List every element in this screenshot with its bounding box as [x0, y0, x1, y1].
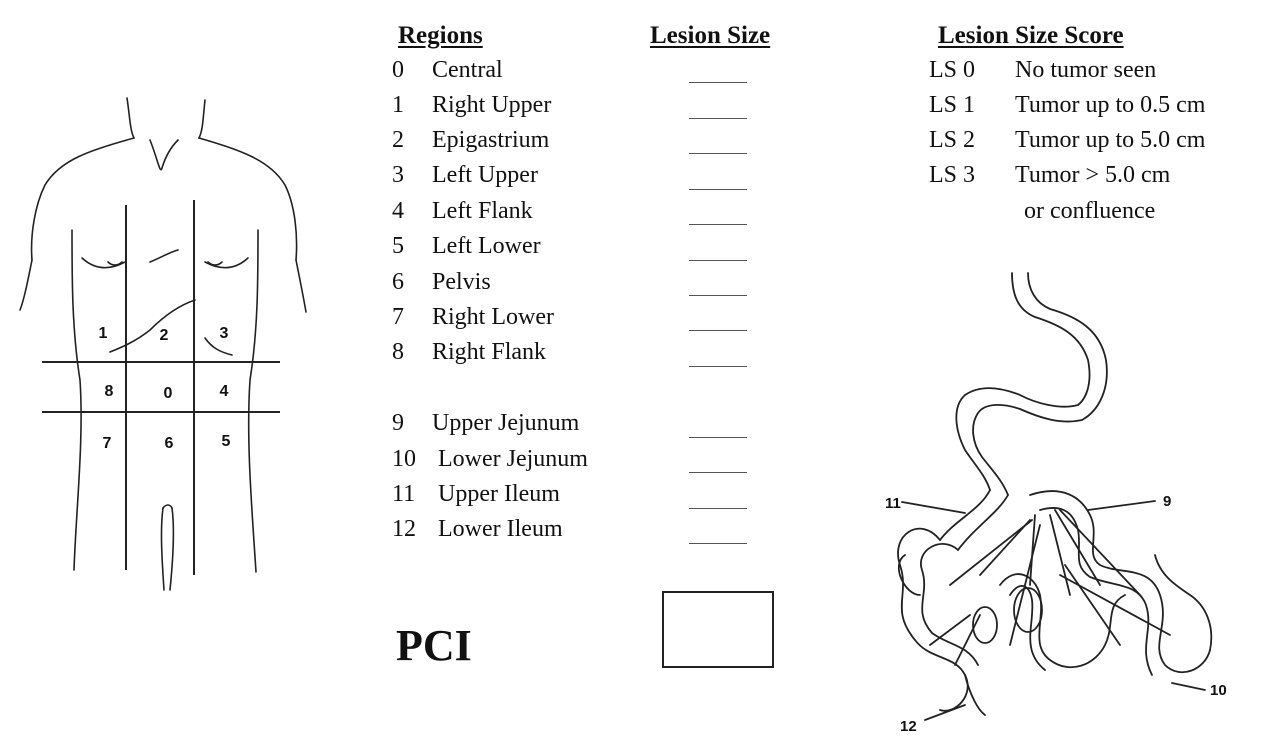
- score-row: LS 1 Tumor up to 0.5 cm: [929, 91, 1205, 119]
- region-name: Upper Ileum: [438, 481, 560, 507]
- region-number: 0: [392, 57, 404, 83]
- regions-header: Regions: [398, 22, 483, 49]
- region-name: Lower Ileum: [438, 516, 563, 542]
- region-row: 3 Left Upper: [392, 161, 538, 189]
- region-row: 7 Right Lower: [392, 303, 554, 331]
- region-number: 12: [392, 516, 416, 542]
- region-name: Left Upper: [432, 162, 538, 188]
- bowel-label-11: 11: [885, 495, 901, 512]
- lesion-size-blank[interactable]: [689, 508, 747, 509]
- score-code: LS 0: [929, 57, 976, 83]
- region-number: 4: [392, 198, 404, 224]
- score-row: LS 3 Tumor > 5.0 cm: [929, 161, 1170, 189]
- lesion-size-header: Lesion Size: [650, 22, 771, 49]
- region-number: 2: [392, 127, 404, 153]
- region-name: Right Flank: [432, 339, 547, 365]
- bowel-label-12: 12: [900, 718, 917, 735]
- score-continuation: or confluence: [1024, 198, 1156, 224]
- lesion-size-blank[interactable]: [689, 153, 747, 154]
- region-row: 9 Upper Jejunum: [392, 409, 579, 437]
- region-name: Left Lower: [432, 233, 541, 259]
- region-number: 6: [392, 269, 404, 295]
- score-row: LS 2 Tumor up to 5.0 cm: [929, 126, 1205, 154]
- lesion-size-blank[interactable]: [689, 82, 747, 83]
- lesion-size-blank[interactable]: [689, 118, 747, 119]
- region-number: 8: [392, 339, 404, 365]
- region-row: 5 Left Lower: [392, 232, 541, 260]
- score-description: Tumor > 5.0 cm: [1015, 162, 1171, 188]
- lesion-size-blank[interactable]: [689, 224, 747, 225]
- torso-region-2-label: 2: [160, 327, 169, 344]
- region-number: 7: [392, 304, 404, 330]
- score-code: LS 1: [929, 92, 976, 118]
- region-name: Pelvis: [432, 269, 491, 295]
- score-code: LS 3: [929, 162, 976, 188]
- lesion-size-blank[interactable]: [689, 437, 747, 438]
- region-number: 10: [392, 446, 416, 472]
- region-row: 12 Lower Ileum: [392, 515, 563, 543]
- lesion-size-blank[interactable]: [689, 472, 747, 473]
- lesion-size-blank[interactable]: [689, 260, 747, 261]
- torso-region-8-label: 8: [105, 383, 114, 400]
- region-number: 1: [392, 92, 404, 118]
- region-row: 6 Pelvis: [392, 268, 491, 296]
- torso-region-6-label: 6: [165, 435, 174, 452]
- torso-illustration: 1 2 3 8 0 4 7 6 5: [19, 97, 307, 591]
- region-row: 2 Epigastrium: [392, 126, 549, 154]
- torso-region-3-label: 3: [220, 325, 229, 342]
- lesion-size-blank[interactable]: [689, 366, 747, 367]
- region-name: Upper Jejunum: [432, 410, 580, 436]
- region-number: 5: [392, 233, 404, 259]
- pci-score-box[interactable]: [662, 591, 774, 668]
- small-bowel-illustration: 9 10 11 12: [885, 272, 1227, 735]
- score-description: Tumor up to 5.0 cm: [1015, 127, 1206, 153]
- region-name: Right Upper: [432, 92, 552, 118]
- region-name: Lower Jejunum: [438, 446, 588, 472]
- lesion-size-score-header: Lesion Size Score: [938, 22, 1124, 49]
- region-row: 10 Lower Jejunum: [392, 445, 588, 473]
- region-name: Epigastrium: [432, 127, 550, 153]
- region-row: 1 Right Upper: [392, 91, 551, 119]
- score-description: Tumor up to 0.5 cm: [1015, 92, 1206, 118]
- region-row: 11 Upper Ileum: [392, 480, 560, 508]
- torso-region-4-label: 4: [220, 383, 229, 400]
- region-number: 11: [392, 481, 416, 507]
- region-row: 0 Central: [392, 56, 503, 84]
- region-name: Central: [432, 57, 503, 83]
- region-number: 3: [392, 162, 404, 188]
- lesion-size-blank[interactable]: [689, 543, 747, 544]
- torso-region-7-label: 7: [103, 435, 112, 452]
- score-code: LS 2: [929, 127, 976, 153]
- score-row: LS 0 No tumor seen: [929, 56, 1156, 84]
- region-name: Right Lower: [432, 304, 554, 330]
- lesion-size-blank[interactable]: [689, 330, 747, 331]
- torso-region-0-label: 0: [164, 385, 173, 402]
- region-number: 9: [392, 410, 404, 436]
- lesion-size-blank[interactable]: [689, 189, 747, 190]
- torso-region-1-label: 1: [99, 325, 108, 342]
- pci-label: PCI: [396, 621, 472, 670]
- score-description: No tumor seen: [1015, 57, 1157, 83]
- region-row: 4 Left Flank: [392, 197, 533, 225]
- bowel-label-10: 10: [1210, 682, 1227, 699]
- region-name: Left Flank: [432, 198, 533, 224]
- lesion-size-blank[interactable]: [689, 295, 747, 296]
- torso-region-5-label: 5: [222, 433, 231, 450]
- bowel-label-9: 9: [1163, 493, 1171, 510]
- region-row: 8 Right Flank: [392, 338, 546, 366]
